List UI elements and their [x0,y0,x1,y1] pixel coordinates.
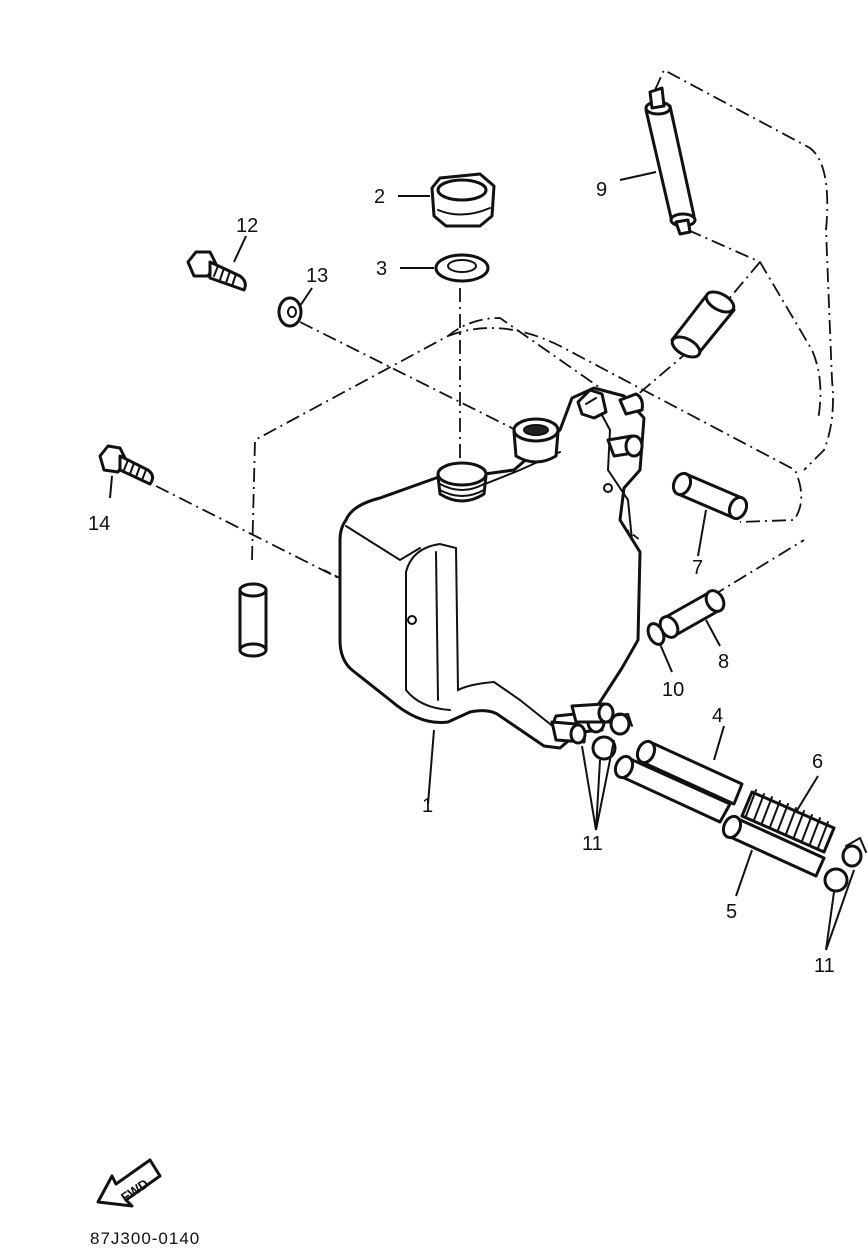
callout-labels: 1 2 3 4 5 6 7 8 9 10 11 11 12 13 14 [88,179,835,977]
bolt-14 [98,444,155,486]
drawing-code: 87J300-0140 [90,1229,200,1248]
callout-13: 13 [306,265,328,287]
hose-9 [644,86,697,236]
spring-6 [740,789,836,854]
callout-11-right: 11 [814,955,835,977]
gasket [434,253,490,283]
leader-lines [109,171,855,951]
callout-6: 6 [812,751,823,773]
callout-2: 2 [374,186,385,208]
filler-cap [430,172,496,228]
callout-9: 9 [596,179,607,201]
bolt-12 [186,250,247,292]
callout-14: 14 [88,513,110,535]
clamps-11-left [591,712,633,761]
hose-short-upper [670,290,736,359]
oil-tank [338,386,646,750]
callout-12: 12 [236,215,258,237]
hose-8 [658,589,726,639]
hose-5 [721,814,826,878]
washer-13 [277,296,303,328]
clamps-11-right [823,836,867,893]
callout-4: 4 [712,705,723,727]
callout-3: 3 [376,258,387,280]
forward-arrow-icon: FWD [96,1158,162,1208]
callout-5: 5 [726,901,737,923]
callout-7: 7 [692,557,703,579]
hose-7 [671,471,749,521]
callout-8: 8 [718,651,729,673]
callout-11-left: 11 [582,833,603,855]
hose-short-left [238,582,268,658]
hose-4 [613,739,744,824]
callout-10: 10 [662,679,684,701]
callout-1: 1 [422,795,433,817]
